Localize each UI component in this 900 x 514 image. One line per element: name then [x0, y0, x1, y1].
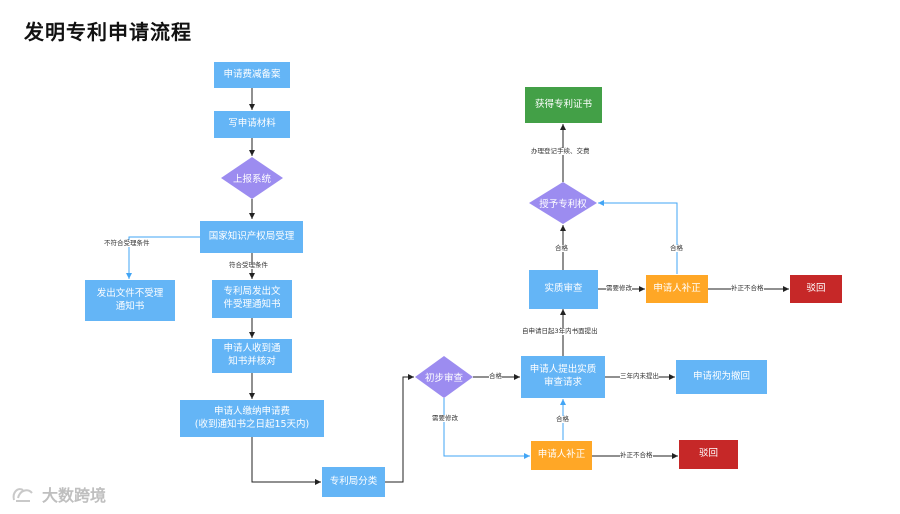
watermark-text: 大数跨境 [42, 486, 107, 505]
connector [598, 200, 678, 274]
page-title: 发明专利申请流程 [24, 20, 192, 44]
node-substantive-exam: 实质审查 [529, 270, 598, 309]
node-reject-bottom: 驳回 [679, 440, 738, 469]
diamond-shape-submit [221, 157, 283, 199]
diamond-shape-prelim [415, 356, 473, 398]
edge-label-pass-exam: 合格 [555, 244, 568, 252]
edge-label-not-accepted: 不符合受理条件 [104, 239, 150, 247]
edge-label-three-years: 三年内未提出 [620, 372, 659, 380]
connector [443, 398, 530, 459]
node-deemed-withdrawn: 申请视为撤回 [676, 360, 767, 394]
node-cnipa-accept: 国家知识产权局受理 [200, 221, 303, 253]
node-acceptance-notice: 专利局发出文 件受理通知书 [212, 280, 292, 318]
edge-label-needs-fix-exam: 需要修改 [606, 284, 632, 292]
node-applicant-receive: 申请人收到通 知书并核对 [212, 339, 292, 373]
node-not-accepted-notice: 发出文件不受理 通知书 [85, 280, 175, 321]
node-preliminary-exam: 初步审查 [424, 373, 463, 384]
node-write-materials: 写申请材料 [214, 111, 290, 138]
connector [126, 236, 200, 279]
node-supplement-top: 申请人补正 [646, 275, 708, 303]
node-grant-patent: 授予专利权 [539, 199, 587, 210]
connector [385, 374, 414, 483]
connector [251, 437, 321, 485]
node-classification: 专利局分类 [322, 467, 385, 497]
edge-label-within-3-years: 自申请日起3年内书面提出 [522, 327, 598, 335]
node-pay-fee: 申请人缴纳申请费 (收到通知书之日起15天内) [180, 400, 324, 437]
edge-label-pass-bottom: 合格 [556, 415, 569, 423]
edge-label-accepted: 符合受理条件 [229, 261, 268, 269]
edge-label-pass-supplement: 合格 [670, 244, 683, 252]
edge-label-procedures: 办理登记手续、交费 [531, 147, 590, 155]
node-submit-system: 上报系统 [232, 174, 271, 185]
node-request-substantive: 申请人提出实质 审查请求 [521, 356, 605, 398]
node-reject-top: 驳回 [790, 275, 842, 303]
watermark: 大数跨境 [10, 482, 106, 506]
edge-label-pass-prelim: 合格 [489, 372, 502, 380]
edge-label-fix-fail-top: 补正不合格 [731, 284, 764, 292]
node-fee-reduction: 申请费减备案 [214, 62, 290, 88]
edge-label-fix-fail-bottom: 补正不合格 [620, 451, 653, 459]
watermark-logo-icon [10, 484, 36, 504]
diamond-shape-grant [529, 182, 597, 224]
edge-label-needs-fix-prelim: 需要修改 [432, 414, 458, 422]
node-supplement-bottom: 申请人补正 [531, 441, 592, 470]
node-certificate: 获得专利证书 [525, 87, 602, 123]
